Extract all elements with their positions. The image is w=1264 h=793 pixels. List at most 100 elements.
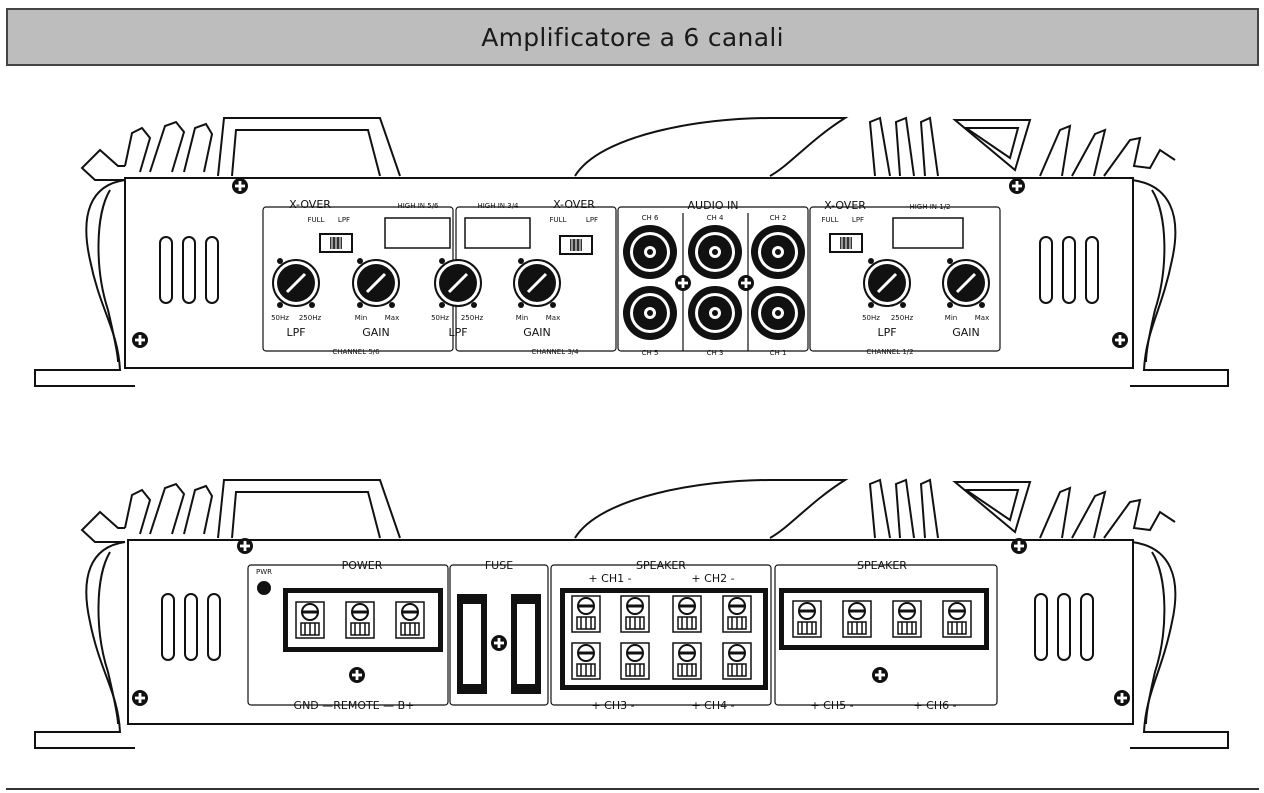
min-label: Min [516, 314, 528, 322]
high-in-label: HIGH IN 5/6 [397, 202, 439, 210]
high-in-connector[interactable] [464, 217, 531, 249]
rca-jack[interactable] [623, 225, 677, 279]
speaker-terminal[interactable] [619, 594, 651, 634]
speaker-terminal[interactable] [570, 594, 602, 634]
xover-toggle-switch[interactable] [829, 233, 863, 253]
lpf-switch-label: LPF [852, 216, 864, 224]
lpf-knob[interactable] [271, 256, 321, 310]
rca-jack[interactable] [751, 286, 805, 340]
xover-toggle-switch[interactable] [319, 233, 353, 253]
screw-icon [132, 690, 148, 706]
lpf-label: LPF [448, 326, 467, 339]
xover-label: X-OVER [824, 199, 866, 212]
rear-panel: PWR POWER GND —REMOTE — B+ FUSE SPEAKER [34, 479, 1229, 749]
speaker-terminal[interactable] [671, 594, 703, 634]
page-title: Amplificatore a 6 canali [481, 22, 784, 52]
channel-label: CHANNEL 1/2 [866, 348, 913, 356]
high-in-label: HIGH IN 1/2 [909, 203, 950, 211]
gain-label: GAIN [362, 326, 390, 339]
screw-icon [872, 667, 888, 683]
max-label: Max [975, 314, 989, 322]
power-label: POWER [342, 559, 383, 572]
hz-low-label: 50Hz [431, 314, 449, 322]
speaker-terminal[interactable] [941, 599, 973, 639]
channel-label: CHANNEL 5/6 [332, 348, 380, 356]
channel-3-4-controls: X-OVER FULL LPF HIGH IN 3/4 50Hz 250Hz M… [431, 198, 617, 356]
ch5-polarity-label: + CH5 - [810, 699, 853, 712]
xover-toggle-switch[interactable] [559, 235, 593, 255]
speaker-section-1-4: SPEAKER + CH1 - + CH2 - + CH3 - + CH4 - [550, 559, 772, 712]
power-section: PWR POWER GND —REMOTE — B+ [247, 559, 449, 712]
speaker-terminal[interactable] [791, 599, 823, 639]
screw-icon [738, 275, 754, 291]
rca-ch5-label: CH 5 [642, 349, 659, 357]
rca-jack[interactable] [688, 225, 742, 279]
front-panel: X-OVER FULL LPF HIGH IN 5/6 50Hz 250Hz M… [34, 117, 1229, 387]
ch4-polarity-label: + CH4 - [691, 699, 734, 712]
audio-in-section: AUDIO IN CH 6 CH 4 CH 2 CH 5 CH 3 CH 1 [617, 199, 809, 357]
screw-icon [1112, 332, 1128, 348]
ch3-polarity-label: + CH3 - [591, 699, 634, 712]
hz-high-label: 250Hz [299, 314, 322, 322]
high-in-label: HIGH IN 3/4 [477, 202, 519, 210]
rca-jack[interactable] [688, 286, 742, 340]
power-terminals-label: GND —REMOTE — B+ [294, 699, 415, 712]
max-label: Max [385, 314, 399, 322]
hz-low-label: 50Hz [271, 314, 289, 322]
rca-ch2-label: CH 2 [770, 214, 787, 222]
ch2-polarity-label: + CH2 - [691, 572, 734, 585]
speaker-section-5-6: SPEAKER + CH5 - + CH6 - [774, 559, 998, 712]
full-label: FULL [308, 216, 325, 224]
screw-icon [1011, 538, 1027, 554]
screw-icon [232, 178, 248, 194]
lpf-label: LPF [286, 326, 305, 339]
full-label: FULL [550, 216, 567, 224]
xover-label: X-OVER [289, 198, 331, 211]
fuse-section: FUSE [449, 559, 549, 706]
high-in-connector[interactable] [892, 217, 964, 249]
gain-label: GAIN [523, 326, 551, 339]
rca-jack[interactable] [623, 286, 677, 340]
lpf-knob[interactable] [862, 256, 912, 310]
min-label: Min [945, 314, 957, 322]
screw-icon [132, 332, 148, 348]
screw-icon [1009, 178, 1025, 194]
gain-knob[interactable] [351, 256, 401, 310]
screw-icon [491, 635, 507, 651]
screw-icon [1114, 690, 1130, 706]
xover-label: X-OVER [553, 198, 595, 211]
speaker-terminal[interactable] [721, 594, 753, 634]
speaker-terminal[interactable] [721, 641, 753, 681]
hz-high-label: 250Hz [461, 314, 484, 322]
ch1-polarity-label: + CH1 - [588, 572, 631, 585]
speaker-terminal[interactable] [570, 641, 602, 681]
lpf-label: LPF [877, 326, 896, 339]
pwr-label: PWR [256, 568, 272, 576]
rca-jack[interactable] [751, 225, 805, 279]
speaker-terminal[interactable] [619, 641, 651, 681]
gnd-terminal[interactable] [294, 600, 326, 640]
speaker-terminal[interactable] [671, 641, 703, 681]
lpf-switch-label: LPF [586, 216, 598, 224]
screw-icon [675, 275, 691, 291]
rca-ch4-label: CH 4 [707, 214, 724, 222]
speaker-terminal[interactable] [891, 599, 923, 639]
channel-5-6-controls: X-OVER FULL LPF HIGH IN 5/6 50Hz 250Hz M… [262, 198, 454, 356]
speaker-terminal[interactable] [841, 599, 873, 639]
full-label: FULL [822, 216, 839, 224]
audio-in-label: AUDIO IN [688, 199, 739, 212]
screw-icon [349, 667, 365, 683]
high-in-connector[interactable] [384, 217, 451, 249]
battery-terminal[interactable] [394, 600, 426, 640]
fuse-label: FUSE [485, 559, 513, 572]
gain-label: GAIN [952, 326, 980, 339]
remote-terminal[interactable] [344, 600, 376, 640]
gain-knob[interactable] [941, 256, 991, 310]
hz-low-label: 50Hz [862, 314, 880, 322]
bottom-divider [6, 788, 1259, 790]
channel-1-2-controls: X-OVER FULL LPF HIGH IN 1/2 50Hz 250Hz M… [809, 199, 1001, 356]
lpf-knob[interactable] [433, 256, 483, 310]
gain-knob[interactable] [512, 256, 562, 310]
min-label: Min [355, 314, 367, 322]
